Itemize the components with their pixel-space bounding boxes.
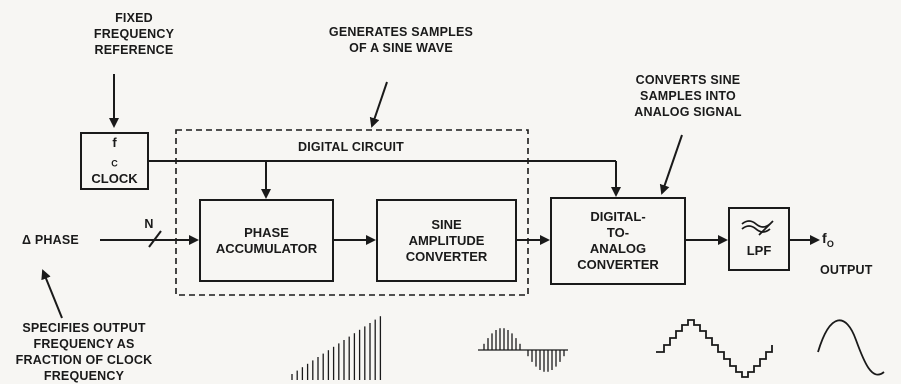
arrow-converts [659, 134, 683, 195]
converts-annotation: CONVERTS SINE SAMPLES INTO ANALOG SIGNAL [634, 73, 742, 119]
analog-sine-waveform [817, 319, 885, 376]
clock-f: f [112, 134, 117, 150]
generates-samples-annotation: GENERATES SAMPLES OF A SINE WAVE [328, 25, 474, 55]
clock-sub: C [111, 158, 118, 169]
lpf-block: LPF [728, 207, 790, 271]
filter-wave-icon [741, 220, 774, 236]
lpf-label: LPF [746, 243, 772, 258]
clock-label: CLOCK [91, 171, 138, 187]
sampled-sine-waveform [478, 328, 568, 372]
phase-ramp-waveform [291, 316, 382, 380]
dac-block: DIGITAL- TO- ANALOG CONVERTER [550, 197, 686, 285]
bus-width-label: N [144, 217, 154, 231]
specifies-output-annotation: SPECIFIES OUTPUT FREQUENCY AS FRACTION O… [15, 321, 153, 383]
arrow-generates [369, 81, 388, 128]
fixed-reference-annotation: FIXED FREQUENCY REFERENCE [93, 11, 175, 57]
output-frequency-label: fO [822, 230, 835, 249]
staircase-sine-waveform [656, 319, 773, 378]
delta-phase-label: Δ PHASE [22, 233, 79, 247]
arrow-specifies [41, 269, 63, 319]
bus-slash [148, 230, 162, 248]
sine-amplitude-converter-block: SINE AMPLITUDE CONVERTER [376, 199, 517, 282]
phase-accumulator-block: PHASE ACCUMULATOR [199, 199, 334, 282]
output-label: OUTPUT [820, 263, 873, 277]
digital-circuit-region [175, 129, 529, 296]
digital-circuit-label: DIGITAL CIRCUIT [297, 140, 404, 154]
